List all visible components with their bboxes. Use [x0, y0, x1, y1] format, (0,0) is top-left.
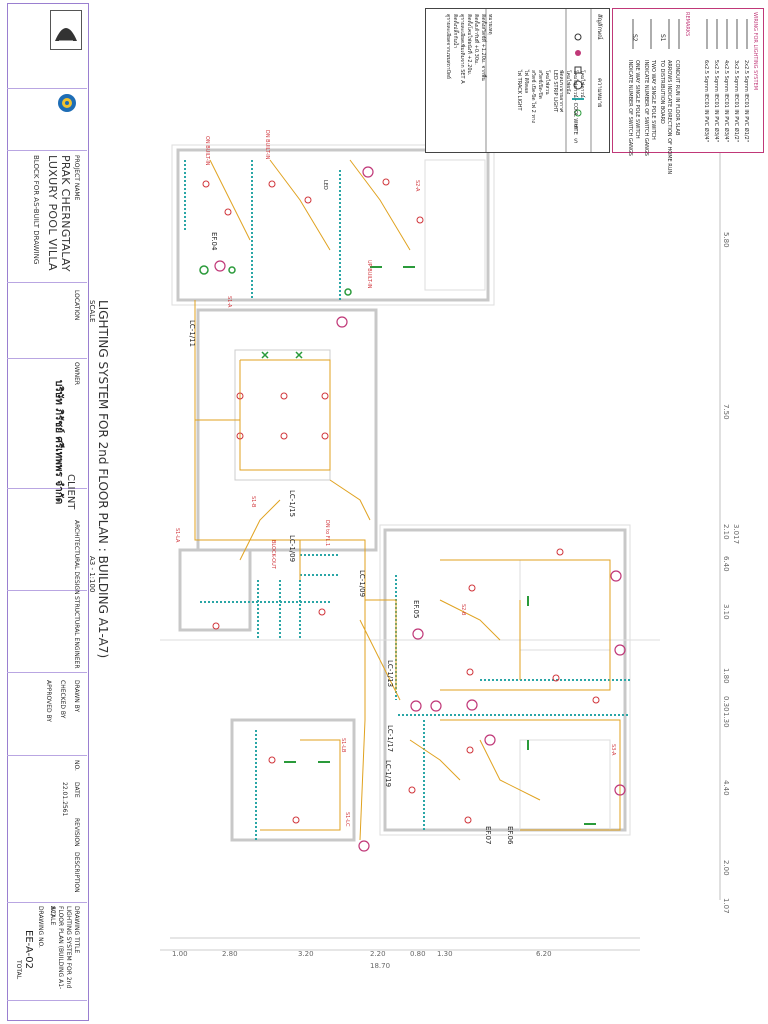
- remark-line: INDICATE NUMBER OF SWITCH GANGS: [643, 60, 649, 156]
- legend-header-desc: ความหมาย: [596, 78, 603, 108]
- dim-bottom: 2.80: [222, 950, 238, 958]
- wiring-title: WIRING FOR LIGHTING SYSTEM: [752, 12, 758, 91]
- legend-item: โคมไฟสวน: [544, 70, 550, 95]
- legend-note: ดูรายละเอียดเพิ่มเติมจาก SET A: [459, 14, 465, 84]
- circuit-label: LC-1/19: [384, 760, 392, 788]
- run-label: ON BUILT-IN: [204, 136, 210, 166]
- legend-item: โคมไฟดาวน์: [579, 70, 585, 98]
- legend-item: โคมไฟผนัง: [565, 70, 571, 95]
- dim-bottom: 6.20: [536, 950, 552, 958]
- switch-label: S1-LB: [340, 738, 346, 753]
- legend-note: ติดตั้งปลั๊กกันน้ำ: [452, 14, 458, 49]
- remark-line: CONDUIT RUN IN FLOOR SLAB: [674, 60, 680, 136]
- legend-header-symbol: สัญลักษณ์: [596, 14, 603, 40]
- dim-right: 6.40: [722, 556, 730, 572]
- circuit-label: LC-1/11: [188, 320, 196, 348]
- remark-line: INDICATE NUMBER OF SWITCH GANGS: [627, 60, 633, 156]
- legend-note: หมายเหตุ: [487, 14, 493, 35]
- dim-right: 2.00: [722, 860, 730, 876]
- wiring-line: 3x2.5 Sqmm IEC01 IN PVC Ø1/2": [733, 60, 739, 143]
- legend-item: ไฟ ดิจิตอล: [523, 70, 529, 94]
- svg-text:S: S: [574, 124, 578, 131]
- wiring-line: 4x2.5 Sqmm IEC01 IN PVC Ø3/4": [723, 60, 729, 143]
- switch-label: S2-A: [414, 180, 420, 192]
- legend-item: โคมไฟดาวน์ - COOL WHITE: [572, 70, 578, 135]
- dim-right: 7.50: [722, 404, 730, 420]
- wiring-line: 2x2.5 Sqmm IEC01 IN PVC Ø1/2": [743, 60, 749, 143]
- dim-right: 2.10: [722, 524, 730, 540]
- wiring-line: 6x2.5 Sqmm IEC01 IN PVC Ø3/4": [703, 60, 709, 143]
- legend-item: สวิตช์ เปิด-ปิด ไฟ 2 ทาง: [530, 70, 536, 123]
- circuit-label: LC-1/15: [288, 490, 296, 518]
- dim-bottom: 1.00: [172, 950, 188, 958]
- legend-note: ดูรายละเอียดจากแบบสถาปัตย์: [445, 14, 451, 79]
- circuit-label: LC-1/13: [386, 660, 394, 688]
- run-label: DN BUILT-IN: [264, 130, 270, 160]
- remark-line: TWO WAY SINGLE POLE SWITCH: [650, 60, 656, 140]
- dim-right: 3.10: [722, 604, 730, 620]
- legend-note: ติดตั้งสวิตช์ที่ +1.20ม. จากพื้น: [480, 14, 486, 81]
- remark-line: TO DISTRIBUTION BOARD: [659, 60, 665, 124]
- led-label: LED: [322, 180, 328, 190]
- run-label: DN to FL.1: [324, 520, 330, 547]
- wiring-notes: [612, 8, 764, 153]
- legend-note: ติดตั้งเต้ารับที่ +0.30ม.: [473, 14, 479, 65]
- dim-right: 1.07: [722, 898, 730, 914]
- remark-line: ARROWS INDICATE DIRECTION OF HOME RUN: [666, 60, 672, 175]
- circuit-label: LC-1/09: [288, 535, 296, 563]
- switch-label: S1-B: [250, 496, 256, 508]
- switch-symbol: S2: [631, 34, 638, 42]
- svg-text:S: S: [574, 138, 578, 145]
- legend-item: ไฟ TRACK LIGHT: [516, 70, 522, 111]
- dim-right: 0.30: [722, 696, 730, 712]
- switch-symbol: S1: [659, 34, 666, 42]
- fan-label: EF.07: [484, 826, 492, 845]
- legend-item: LED STRIP LIGHT: [552, 70, 558, 113]
- circuit-label: LC-1/09: [358, 570, 366, 598]
- dim-right: 3.017: [732, 524, 740, 545]
- fan-label: EF.04: [210, 232, 218, 251]
- dim-right: 5.80: [722, 232, 730, 248]
- engineer-logo: [56, 92, 78, 114]
- switch-label: S1-LC: [344, 812, 350, 827]
- switch-label: S3-A: [610, 744, 616, 756]
- dim-bottom: 2.20: [370, 950, 386, 958]
- dim-bottom: 3.20: [298, 950, 314, 958]
- remarks-title: REMARKS: [684, 12, 690, 37]
- company-logo: [50, 10, 82, 50]
- block-out-label: BLOCK-OUT: [270, 540, 276, 569]
- title-block: [7, 3, 89, 1021]
- switch-label: S2-B: [460, 604, 466, 616]
- run-label: UP BUILT-IN: [366, 260, 372, 289]
- legend-item: พัดลมระบายอากาศ: [558, 70, 564, 113]
- dim-right: 1.80: [722, 668, 730, 684]
- switch-label: S1-LA: [174, 528, 180, 543]
- dim-right: 4.40: [722, 780, 730, 796]
- dim-bottom: 1.30: [437, 950, 453, 958]
- remark-line: ONE WAY SINGLE POLE SWITCH: [634, 60, 640, 139]
- circuit-label: LC-1/17: [386, 725, 394, 753]
- wiring-line: 5x2.5 Sqmm IEC01 IN PVC Ø3/4": [713, 60, 719, 143]
- dim-bottom: 0.80: [410, 950, 426, 958]
- fan-label: EF.06: [506, 826, 514, 845]
- legend-table: S S: [425, 8, 610, 153]
- switch-label: S1-A: [226, 296, 232, 308]
- legend-item: สวิตช์เปิด-ปิด: [537, 70, 543, 99]
- dim-total: 18.70: [370, 962, 391, 970]
- fan-label: EF.05: [412, 600, 420, 619]
- legend-note: ติดตั้งโคมไฟผนังที่ +2.20ม.: [466, 14, 472, 76]
- dim-right: 1.30: [722, 712, 730, 728]
